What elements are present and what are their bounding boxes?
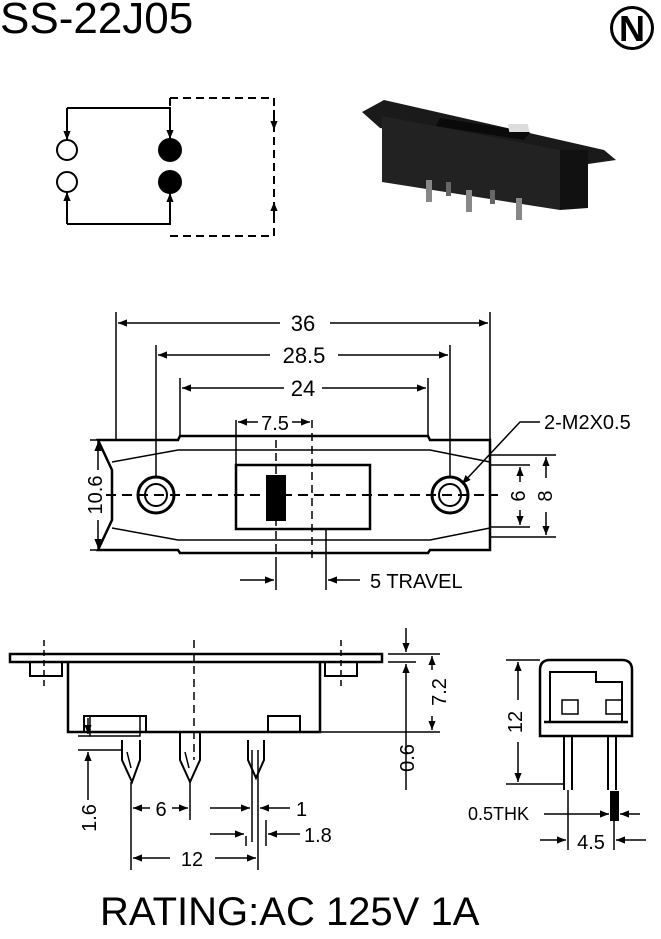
mount-plate bbox=[8, 652, 384, 664]
dim-36: 36 bbox=[291, 311, 315, 336]
actuator-window bbox=[234, 463, 372, 531]
dim-0-5thk: 0.5THK bbox=[468, 804, 529, 824]
dim-1-8: 1.8 bbox=[304, 825, 332, 847]
dim-7-5: 7.5 bbox=[261, 413, 289, 435]
dim-6: 6 bbox=[508, 490, 530, 501]
logo-letter: N bbox=[619, 8, 645, 49]
circuit-schematic bbox=[56, 97, 278, 237]
side-view bbox=[506, 658, 646, 850]
top-view-outline bbox=[96, 434, 492, 555]
pin-3 bbox=[247, 740, 265, 781]
side-body bbox=[538, 658, 634, 738]
contact-open-1 bbox=[56, 139, 78, 161]
dim-6-pitch: 6 bbox=[155, 799, 166, 821]
dim-side-12: 12 bbox=[505, 711, 527, 733]
dim-12: 12 bbox=[181, 849, 203, 871]
dim-7-2: 7.2 bbox=[429, 678, 451, 706]
dim-4-5: 4.5 bbox=[577, 832, 605, 854]
top-view-labels: 36 28.5 24 7.5 10.6 6 8 2-M2X0.5 5 TRAVE… bbox=[85, 311, 631, 593]
dim-1: 1 bbox=[296, 799, 307, 821]
rating-text: RATING:AC 125V 1A bbox=[100, 890, 480, 934]
dim-28-5: 28.5 bbox=[283, 343, 326, 368]
product-photo bbox=[362, 100, 616, 220]
screw-callout: 2-M2X0.5 bbox=[544, 412, 631, 434]
pin-thickness-mark bbox=[610, 791, 619, 821]
dim-8: 8 bbox=[535, 490, 557, 501]
side-view-labels: 12 0.5THK 4.5 bbox=[468, 711, 605, 854]
contact-closed-2 bbox=[158, 170, 182, 194]
dim-24: 24 bbox=[291, 376, 315, 401]
brand-logo: N bbox=[610, 6, 654, 50]
contact-closed-1 bbox=[158, 138, 182, 162]
model-title: SS-22J05 bbox=[0, 0, 194, 43]
pin-2 bbox=[179, 732, 201, 785]
travel-label: 5 TRAVEL bbox=[370, 571, 463, 593]
pin-1 bbox=[121, 740, 141, 785]
contact-open-2 bbox=[56, 171, 78, 193]
front-view bbox=[8, 628, 440, 870]
dim-0-6: 0.6 bbox=[397, 744, 419, 772]
dim-10-6: 10.6 bbox=[85, 476, 107, 515]
top-view bbox=[90, 312, 556, 590]
front-view-labels: 7.2 0.6 1.6 6 1 1.8 12 bbox=[79, 678, 451, 871]
dim-1-6: 1.6 bbox=[79, 804, 101, 832]
